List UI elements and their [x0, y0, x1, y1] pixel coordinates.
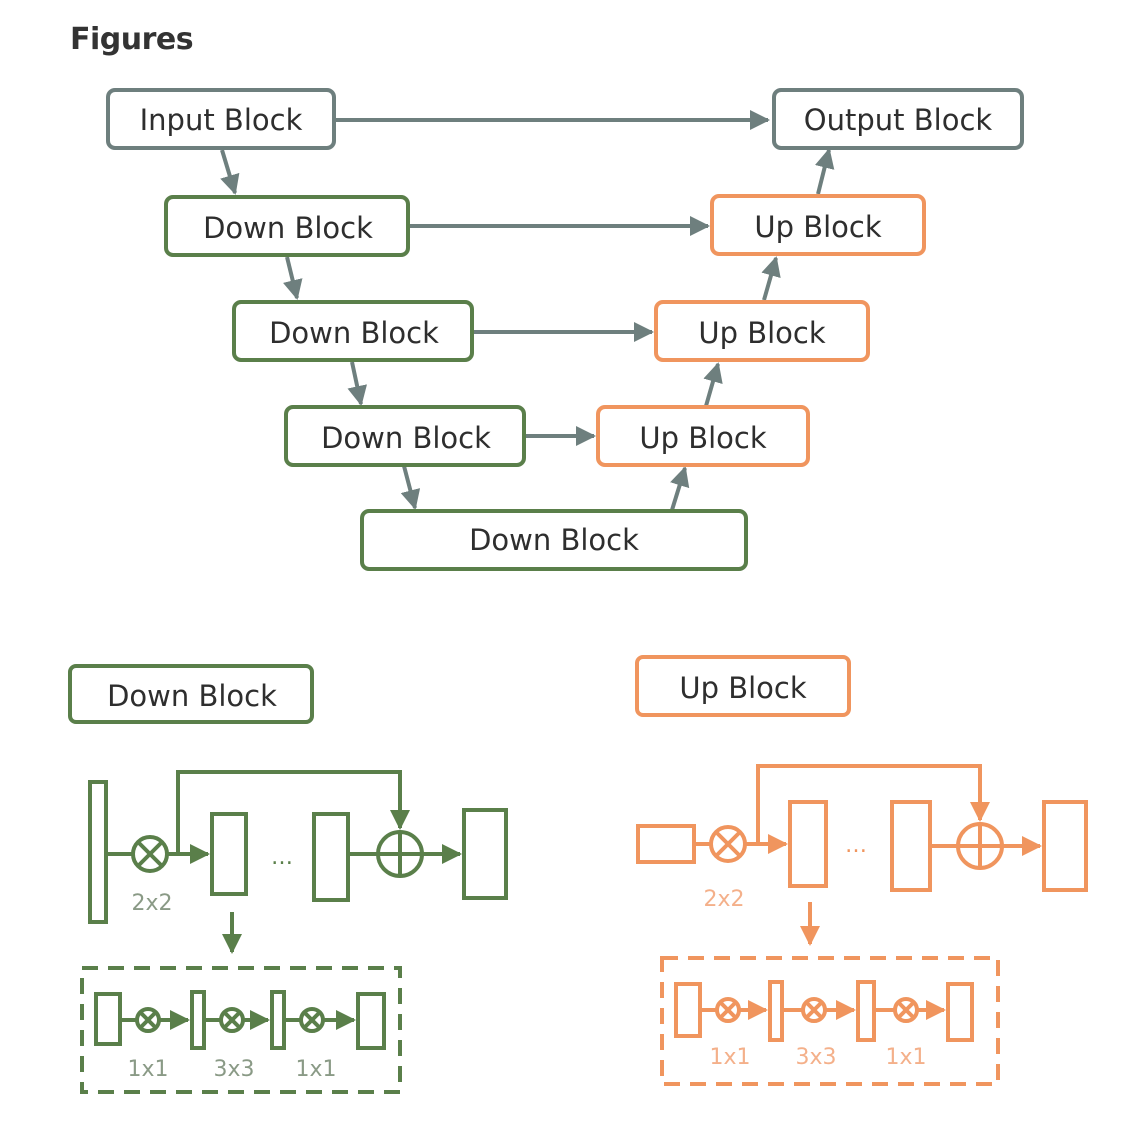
- up-arrow-up1-output: [814, 148, 835, 195]
- down-legend-title: Down Block: [107, 679, 277, 713]
- down-arrow-down3-down4: [400, 465, 421, 510]
- up-block-3: Up Block: [596, 405, 810, 467]
- up-ellipsis: …: [845, 833, 867, 858]
- down-residual-path: [176, 770, 402, 854]
- down-pool-label: 2x2: [131, 891, 172, 916]
- up-arrow-up3-up2: [703, 362, 723, 407]
- up-upsample-label: 2x2: [703, 887, 744, 912]
- down-conv-label-1: 1x1: [127, 1057, 168, 1082]
- up-legend-title: Up Block: [679, 671, 806, 705]
- down-output-tensor: [462, 808, 508, 900]
- down-block-4: Down Block: [360, 509, 748, 571]
- up-output-tensor: [1042, 800, 1088, 892]
- up-block-3-label: Up Block: [639, 421, 766, 455]
- down-feature-map-n: [312, 812, 350, 902]
- output-block-label: Output Block: [804, 103, 993, 137]
- up-feature-map-1: [788, 800, 828, 888]
- down-ellipsis: …: [271, 845, 293, 870]
- up-block-legend: Up Block: [635, 655, 1088, 1086]
- up-feature-map-n: [890, 800, 932, 892]
- figures-heading: Figures: [70, 22, 194, 57]
- down-block-legend: Down Block: [68, 664, 508, 1094]
- up-block-1-label: Up Block: [754, 210, 881, 244]
- input-block-label: Input Block: [140, 103, 303, 137]
- down-block-1-label: Down Block: [203, 211, 373, 245]
- output-block: Output Block: [772, 88, 1024, 150]
- down-block-3: Down Block: [284, 405, 526, 467]
- down-detail-box: [80, 966, 402, 1094]
- up-block-2: Up Block: [654, 300, 870, 362]
- up-conv-label-2: 3x3: [795, 1045, 836, 1070]
- up-input-tensor: [636, 824, 696, 864]
- down-block-2: Down Block: [232, 300, 474, 362]
- down-feature-map-1: [210, 812, 248, 896]
- up-conv-label-3: 1x1: [885, 1045, 926, 1070]
- down-block-4-label: Down Block: [469, 523, 639, 557]
- up-block-2-label: Up Block: [698, 316, 825, 350]
- down-arrow-down1-down2: [283, 256, 303, 300]
- up-block-1: Up Block: [710, 194, 926, 256]
- up-detail-box: [660, 956, 1000, 1086]
- down-arrow-down2-down3: [347, 361, 368, 406]
- down-conv-label-3: 1x1: [295, 1057, 336, 1082]
- up-legend-title-box: [635, 655, 851, 717]
- down-block-3-label: Down Block: [321, 421, 491, 455]
- down-block-2-label: Down Block: [269, 316, 439, 350]
- up-conv-label-1: 1x1: [709, 1045, 750, 1070]
- architecture-arrows: [220, 110, 835, 511]
- up-arrow-up2-up1: [761, 256, 781, 301]
- down-legend-title-box: [68, 664, 314, 724]
- down-block-1: Down Block: [164, 195, 410, 257]
- up-arrow-down4-up3: [670, 466, 690, 511]
- down-input-tensor: [88, 780, 108, 924]
- down-arrow-input-down1: [220, 149, 240, 195]
- down-conv-label-2: 3x3: [213, 1057, 254, 1082]
- input-block: Input Block: [106, 88, 336, 150]
